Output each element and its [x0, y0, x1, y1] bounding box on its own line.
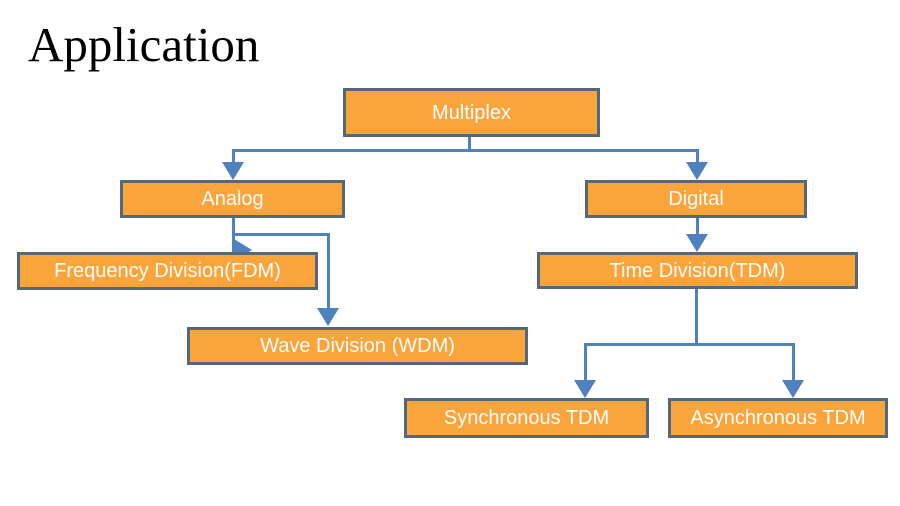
- node-time-division: Time Division(TDM): [537, 252, 858, 289]
- connector-segment: [232, 233, 330, 236]
- connector-segment: [584, 343, 795, 346]
- connector-segment: [232, 149, 699, 152]
- node-digital-label: Digital: [668, 188, 724, 210]
- connector-segment: [584, 343, 587, 383]
- slide-title: Application: [28, 17, 260, 72]
- node-time-division-label: Time Division(TDM): [609, 259, 786, 282]
- node-wave-division: Wave Division (WDM): [187, 327, 528, 365]
- node-frequency-division: Frequency Division(FDM): [17, 252, 318, 290]
- connector-segment: [792, 343, 795, 383]
- node-multiplex: Multiplex: [343, 88, 600, 137]
- connector-segment: [696, 218, 699, 235]
- arrowhead-down-icon: [686, 162, 708, 180]
- node-asynchronous-tdm-label: Asynchronous TDM: [690, 407, 866, 429]
- node-digital: Digital: [585, 180, 807, 218]
- arrowhead-down-icon: [222, 162, 244, 180]
- connector-segment: [695, 289, 698, 346]
- node-synchronous-tdm-label: Synchronous TDM: [443, 407, 610, 429]
- arrowhead-down-icon: [686, 234, 708, 252]
- connector-segment: [696, 149, 699, 163]
- node-analog: Analog: [120, 180, 345, 218]
- node-frequency-division-label: Frequency Division(FDM): [54, 260, 281, 282]
- node-multiplex-label: Multiplex: [432, 101, 511, 124]
- connector-segment: [468, 136, 471, 151]
- arrowhead-down-icon: [574, 380, 596, 398]
- arrowhead-down-icon: [782, 380, 804, 398]
- connector-segment: [232, 149, 235, 163]
- arrowhead-down-icon: [317, 308, 339, 326]
- node-analog-label: Analog: [201, 188, 264, 210]
- node-synchronous-tdm: Synchronous TDM: [404, 398, 649, 438]
- connector-segment: [327, 233, 330, 309]
- node-asynchronous-tdm: Asynchronous TDM: [668, 398, 888, 438]
- node-wave-division-label: Wave Division (WDM): [260, 335, 455, 357]
